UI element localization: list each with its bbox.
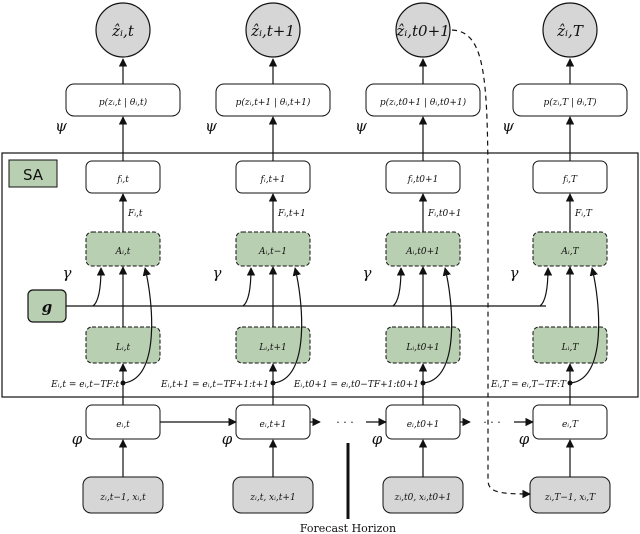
psi-label: ψ [55, 117, 67, 135]
F-label: Fᵢ,t+1 [277, 209, 306, 219]
embedding-label: eᵢ,t [116, 420, 130, 430]
local-label: Lᵢ,t0+1 [405, 343, 439, 353]
forecast-horizon-label: Forecast Horizon [300, 522, 396, 534]
prediction-node [395, 2, 451, 58]
g-to-attention-arrow [92, 267, 106, 307]
local-label: Lᵢ,T [561, 343, 580, 353]
feature-label: fᵢ,t0+1 [407, 175, 439, 185]
E-to-attention-arrow [422, 267, 453, 384]
gamma-label: γ [363, 264, 372, 282]
input-label: zᵢ,t0, xᵢ,t0+1 [394, 493, 452, 503]
ellipsis-2: · · · [483, 416, 500, 429]
prediction-node [542, 2, 598, 58]
prediction-label: ẑᵢ,t0+1 [395, 22, 449, 40]
E-label: Eᵢ,T = eᵢ,T−TF:T [490, 380, 567, 390]
F-label: Fᵢ,t0+1 [427, 209, 462, 219]
phi-label: φ [222, 430, 233, 448]
prediction-label: ẑᵢ,t+1 [250, 22, 295, 40]
gamma-label: γ [63, 264, 72, 282]
time-step-column: ẑᵢ,t+1 p(zᵢ,t+1 | θᵢ,t+1) ψ fᵢ,t+1Aᵢ,t−1 Fᵢ,… [160, 2, 331, 514]
input-label: zᵢ,t−1, xᵢ,t [99, 493, 146, 503]
global-node-label: g [42, 298, 53, 316]
distribution-label: p(zᵢ,T | θᵢ,T) [543, 97, 597, 108]
prediction-label: ẑᵢ,t [111, 22, 135, 40]
g-to-attention-arrow [539, 267, 553, 307]
attention-label: Aᵢ,t [115, 247, 131, 257]
local-label: Lᵢ,t [115, 343, 131, 353]
distribution-label: p(zᵢ,t0+1 | θᵢ,t0+1) [380, 97, 467, 108]
F-label: Fᵢ,T [574, 209, 593, 219]
E-label: Eᵢ,t+1 = eᵢ,t−TF+1:t+1 [160, 380, 269, 390]
E-to-attention-arrow [272, 267, 303, 384]
phi-label: φ [372, 430, 383, 448]
gamma-label: γ [213, 264, 222, 282]
E-to-attention-arrow [569, 267, 600, 384]
distribution-label: p(zᵢ,t+1 | θᵢ,t+1) [236, 97, 311, 108]
distribution-label: p(zᵢ,t | θᵢ,t) [99, 97, 148, 108]
attention-label: Aᵢ,t−1 [258, 247, 287, 257]
psi-label: ψ [205, 117, 217, 135]
g-to-attention-arrow [242, 267, 256, 307]
sa-frame [1, 152, 639, 398]
embedding-label: eᵢ,T [562, 420, 579, 430]
input-label: zᵢ,T−1, xᵢ,T [544, 493, 596, 503]
prediction-node [95, 2, 151, 58]
attention-label: Aᵢ,t0+1 [405, 247, 440, 257]
time-step-columns: ẑᵢ,t p(zᵢ,t | θᵢ,t) ψ fᵢ,tAᵢ,t Fᵢ,t γLᵢ,tEᵢ,t… [50, 2, 628, 514]
prediction-node [245, 2, 301, 58]
psi-label: ψ [502, 117, 514, 135]
input-label: zᵢ,t, xᵢ,t+1 [249, 493, 295, 503]
gamma-label: γ [510, 264, 519, 282]
feature-label: fᵢ,t+1 [260, 175, 286, 185]
E-to-attention-arrow [122, 267, 153, 384]
local-label: Lᵢ,t+1 [258, 343, 287, 353]
embedding-label: eᵢ,t+1 [260, 420, 287, 430]
psi-label: ψ [355, 117, 367, 135]
attention-label: Aᵢ,T [560, 247, 579, 257]
F-label: Fᵢ,t [127, 209, 143, 219]
feedback-dashed-arrow [451, 29, 531, 499]
ellipsis-1: · · · [336, 416, 353, 429]
E-label: Eᵢ,t0+1 = eᵢ,t0−TF+1:t0+1 [293, 380, 419, 390]
feature-label: fᵢ,T [562, 175, 578, 185]
E-label: Eᵢ,t = eᵢ,t−TF:t [50, 380, 119, 390]
sa-label: SA [23, 166, 44, 184]
sa-badge [8, 159, 58, 188]
embedding-label: eᵢ,t0+1 [407, 420, 440, 430]
feature-label: fᵢ,t [116, 175, 129, 185]
g-to-attention-arrow [392, 267, 406, 307]
phi-label: φ [519, 430, 530, 448]
time-step-column: ẑᵢ,t p(zᵢ,t | θᵢ,t) ψ fᵢ,tAᵢ,t Fᵢ,t γLᵢ,tEᵢ,t… [50, 2, 181, 514]
time-step-column: ẑᵢ,t0+1 p(zᵢ,t0+1 | θᵢ,t0+1) ψ fᵢ,t0+1Aᵢ,t0… [293, 2, 481, 514]
time-step-column: ẑᵢ,T p(zᵢ,T | θᵢ,T) ψ fᵢ,T Aᵢ,T Fᵢ,T γLᵢ,T Eᵢ,T… [490, 2, 628, 514]
prediction-label: ẑᵢ,T [556, 22, 584, 40]
phi-label: φ [72, 430, 83, 448]
